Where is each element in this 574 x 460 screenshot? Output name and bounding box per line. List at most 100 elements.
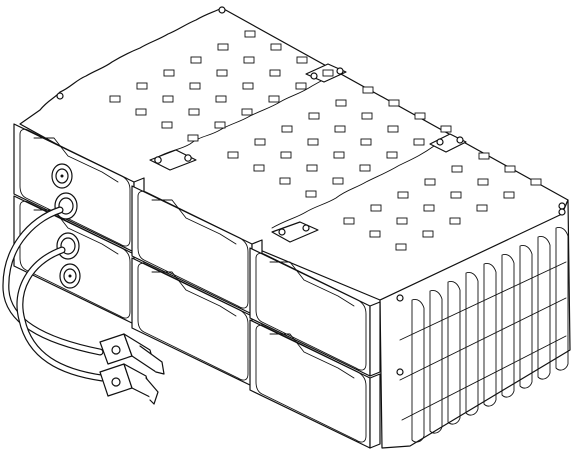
- vent-slot: [161, 121, 173, 129]
- top-fastener-plate-3: [271, 221, 319, 243]
- side-seam-1: [399, 261, 567, 341]
- module-ridge: [151, 271, 237, 317]
- vent-slot: [449, 217, 461, 225]
- top-surface: [19, 6, 569, 305]
- battery-module-3-1: [249, 247, 381, 377]
- connector-upper: [51, 163, 73, 189]
- vent-slot: [189, 82, 201, 90]
- vent-slot: [253, 164, 265, 172]
- vent-slot: [187, 134, 199, 142]
- side-bolt-1: [396, 294, 404, 302]
- vent-slot: [423, 204, 435, 212]
- vent-slot: [386, 151, 398, 159]
- vent-slot: [387, 125, 399, 133]
- cable-plug-2: [99, 363, 159, 405]
- top-panel-2-edge: [271, 137, 449, 229]
- module-side-strip: [369, 301, 381, 377]
- vent-slot: [268, 95, 280, 103]
- vent-slot: [359, 164, 371, 172]
- vent-slot: [397, 191, 409, 199]
- vent-slot: [476, 204, 488, 212]
- vent-slot: [162, 95, 174, 103]
- vent-slot: [215, 95, 227, 103]
- module-ridge: [33, 137, 119, 183]
- vent-slot: [295, 82, 307, 90]
- vent-slot: [343, 217, 355, 225]
- module-frame: [137, 262, 249, 381]
- vent-slot: [244, 30, 256, 38]
- vent-slot: [296, 56, 308, 64]
- vent-slot: [254, 138, 266, 146]
- top-corner-bolt-1: [218, 6, 226, 14]
- vent-slot: [424, 178, 436, 186]
- vent-slot: [362, 86, 374, 94]
- vent-slot: [243, 56, 255, 64]
- side-seam-3: [401, 335, 567, 421]
- vent-slot: [109, 95, 121, 103]
- vent-slot: [217, 43, 229, 51]
- connector-middle: [54, 192, 78, 220]
- module-frame: [19, 128, 131, 247]
- vent-slot: [308, 112, 320, 120]
- vent-slot: [322, 69, 334, 77]
- vent-slot: [270, 43, 282, 51]
- cell-rib: [465, 272, 479, 416]
- vent-slot: [280, 151, 292, 159]
- vent-slot: [361, 112, 373, 120]
- module-frame: [137, 190, 249, 309]
- vent-slot: [395, 243, 407, 251]
- vent-slot: [370, 204, 382, 212]
- cell-rib: [483, 263, 497, 407]
- module-frame: [255, 252, 367, 371]
- vent-slot: [242, 82, 254, 90]
- vent-slot: [269, 69, 281, 77]
- battery-module-3-2: [249, 319, 381, 449]
- vent-slot: [136, 82, 148, 90]
- vent-slot: [413, 138, 425, 146]
- cable-plug-1: [99, 333, 165, 375]
- top-fastener-plate-4: [429, 133, 467, 153]
- vent-slot: [188, 108, 200, 116]
- cable-2: [16, 246, 106, 382]
- vent-slot: [477, 178, 489, 186]
- vent-slot: [281, 125, 293, 133]
- side-bolt-3: [558, 208, 566, 216]
- cell-rib: [501, 254, 515, 398]
- vent-slot: [216, 69, 228, 77]
- vent-slot: [335, 99, 347, 107]
- side-bolt-2: [396, 368, 404, 376]
- module-ridge: [33, 209, 119, 255]
- vent-slot: [227, 151, 239, 159]
- vent-slot: [450, 191, 462, 199]
- vent-slot: [503, 191, 515, 199]
- cell-rib: [519, 245, 533, 389]
- top-panel-1-edge: [155, 75, 331, 159]
- vent-slot: [360, 138, 372, 146]
- cell-rib: [537, 236, 551, 380]
- module-ridge: [269, 261, 355, 307]
- cable-1: [2, 206, 104, 356]
- vent-slot: [530, 178, 542, 186]
- front-modules: [13, 123, 381, 449]
- connector-lower-2: [59, 263, 81, 289]
- cell-rib: [429, 290, 443, 434]
- vent-slot: [440, 125, 452, 133]
- cell-ribs: [411, 227, 569, 443]
- vent-slot: [334, 125, 346, 133]
- vent-slot: [333, 151, 345, 159]
- vent-slot: [504, 165, 516, 173]
- vent-slot: [279, 177, 291, 185]
- module-frame: [255, 324, 367, 443]
- vent-slot: [414, 112, 426, 120]
- module-ridge: [151, 199, 237, 245]
- vent-slot: [305, 190, 317, 198]
- vent-slot: [241, 108, 253, 116]
- vent-slot: [214, 121, 226, 129]
- top-outline: [19, 7, 569, 305]
- vent-slot: [396, 217, 408, 225]
- vent-slot: [422, 230, 434, 238]
- top-corner-bolt-2: [56, 92, 64, 100]
- vent-slot: [451, 165, 463, 173]
